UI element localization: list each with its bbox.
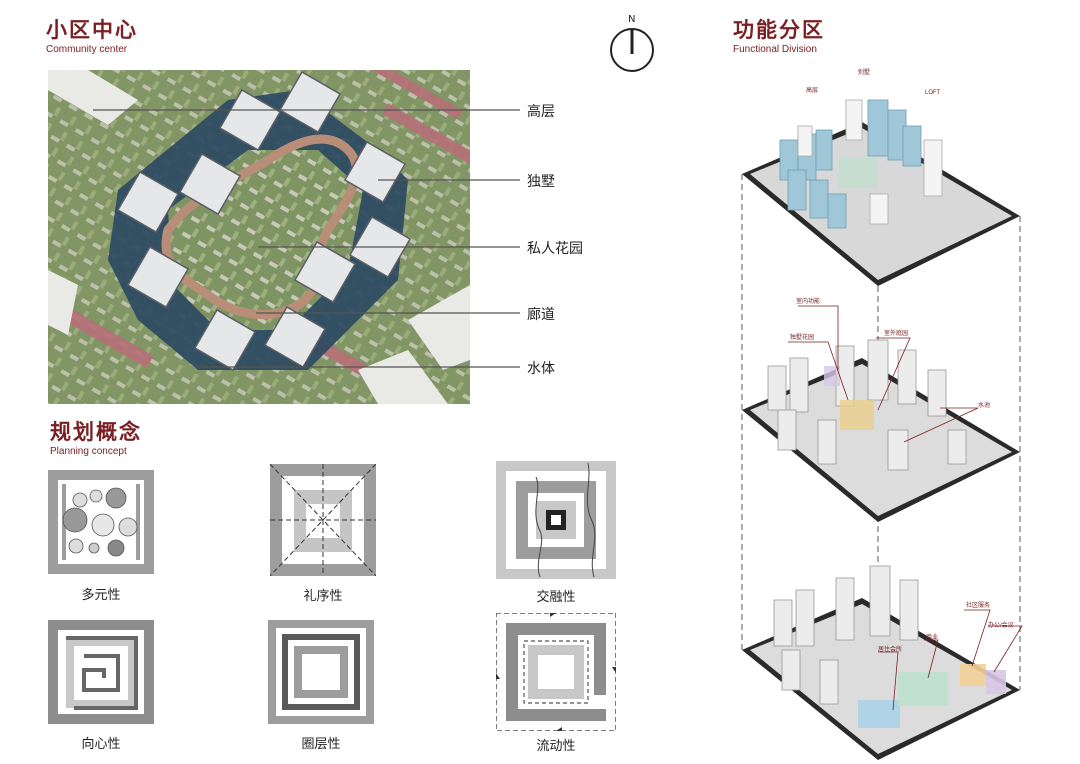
functional-division-title: 功能分区: [733, 18, 825, 42]
concept-diversity-label: 多元性: [81, 588, 121, 603]
fd-label-villa: 别墅: [858, 70, 871, 76]
concept-order-label: 礼序性: [303, 589, 343, 604]
north-label: N: [628, 14, 636, 25]
concept-layered-label: 圈层性: [301, 737, 341, 752]
planning-concept-title: 规划概念: [50, 420, 142, 444]
concept-fusion-diagram: [496, 461, 616, 579]
community-center-subtitle: Community center: [46, 44, 128, 55]
concept-flow-label: 流动性: [536, 739, 576, 754]
community-center-title: 小区中心: [46, 18, 138, 42]
concept-diversity-diagram: [48, 470, 154, 574]
concept-fusion-label: 交融性: [536, 590, 576, 605]
concept-centripetal-label: 向心性: [81, 737, 121, 752]
callout-villa: 独墅: [527, 174, 555, 190]
callout-leaders: [470, 109, 520, 368]
callout-private-garden: 私人花园: [527, 241, 583, 257]
planning-concept-subtitle: Planning concept: [50, 446, 127, 457]
concept-order-diagram: [270, 464, 376, 576]
concept-layered-diagram: [268, 620, 374, 724]
fd-label-indoor: 室内功能: [796, 299, 821, 305]
fd-label-club: 居住会所: [878, 647, 903, 653]
fd-label-high-rise: 高层: [806, 88, 819, 94]
fd-label-villa-garden: 独墅花园: [790, 335, 815, 341]
north-compass-icon: N: [608, 14, 656, 76]
exploded-axonometric: 高层 别墅 LOFT 室内功能 独墅花园 室外庭园 水池 居住会所 商业 社区服…: [728, 70, 1028, 760]
fd-label-office: 办公/会议: [988, 623, 1014, 629]
callout-high-rise: 高层: [527, 104, 555, 120]
concept-flow-diagram: [496, 613, 616, 731]
fd-label-commerce: 商业: [926, 635, 939, 641]
site-aerial-plan: [48, 70, 470, 404]
fd-label-community-service: 社区服务: [966, 603, 991, 609]
fd-label-outdoor-garden: 室外庭园: [884, 331, 909, 337]
fd-label-loft: LOFT: [925, 90, 941, 96]
fd-label-pool: 水池: [978, 403, 991, 409]
callout-water: 水体: [527, 361, 555, 377]
concept-centripetal-diagram: [48, 620, 154, 724]
functional-division-subtitle: Functional Division: [733, 44, 817, 55]
callout-corridor: 廊道: [527, 307, 555, 323]
